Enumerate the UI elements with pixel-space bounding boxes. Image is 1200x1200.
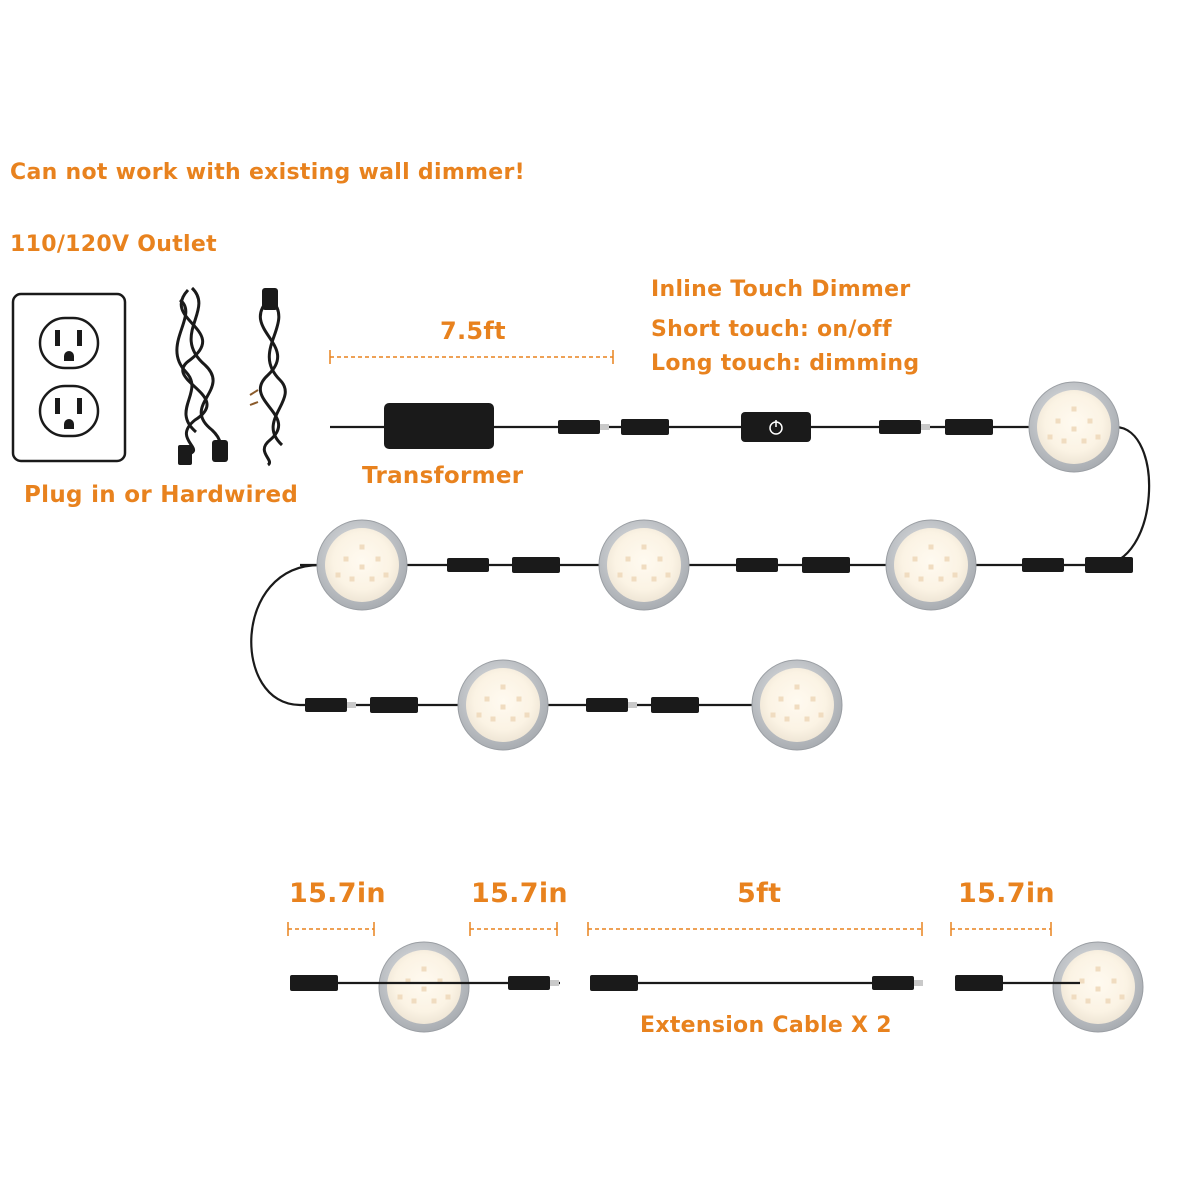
- puck-lights: [316, 381, 1144, 1033]
- puck-light-icon: [457, 659, 549, 751]
- component-dimensions: [287, 922, 1052, 936]
- plug-connector-icon: [212, 440, 228, 462]
- warning-text: Can not work with existing wall dimmer!: [10, 160, 525, 185]
- bare-wire-icon: [249, 389, 259, 406]
- puck-light-icon: [751, 659, 843, 751]
- last-light-length: 15.7in: [958, 878, 1055, 909]
- hardwire-connector-icon: [262, 288, 278, 310]
- connectors-row-3: [305, 697, 699, 713]
- puck-light-icon: [598, 519, 690, 611]
- dimmer-long-touch: Long touch: dimming: [651, 351, 920, 376]
- transformer-cable-length: 7.5ft: [440, 317, 506, 345]
- connectors-row-1: [558, 419, 993, 435]
- puck-light-icon: [1028, 381, 1120, 473]
- extension-length: 5ft: [737, 878, 782, 909]
- outlet-label: 110/120V Outlet: [10, 232, 217, 257]
- outlet-icon: [11, 292, 127, 463]
- component-connectors: [290, 975, 1003, 991]
- dimmer-short-touch: Short touch: on/off: [651, 317, 892, 342]
- light-output-length: 15.7in: [471, 878, 568, 909]
- puck-light-icon: [885, 519, 977, 611]
- connectors-row-2: [447, 557, 1133, 573]
- dimmer-title: Inline Touch Dimmer: [651, 277, 911, 302]
- puck-light-icon: [316, 519, 408, 611]
- puck-light-icon: [378, 941, 470, 1033]
- transformer-label: Transformer: [362, 463, 524, 489]
- plug-cord-icon: [175, 286, 223, 461]
- plug-or-hardwired-label: Plug in or Hardwired: [24, 482, 299, 508]
- light-input-length: 15.7in: [289, 878, 386, 909]
- plug-head-icon: [178, 445, 192, 465]
- puck-light-icon: [1052, 941, 1144, 1033]
- dimension-7-5ft: [329, 350, 614, 364]
- hardwire-cord-icon: [258, 298, 287, 467]
- extension-caption: Extension Cable X 2: [640, 1013, 892, 1038]
- transformer-icon: [384, 403, 494, 449]
- dimmer-power-icon: [741, 412, 811, 442]
